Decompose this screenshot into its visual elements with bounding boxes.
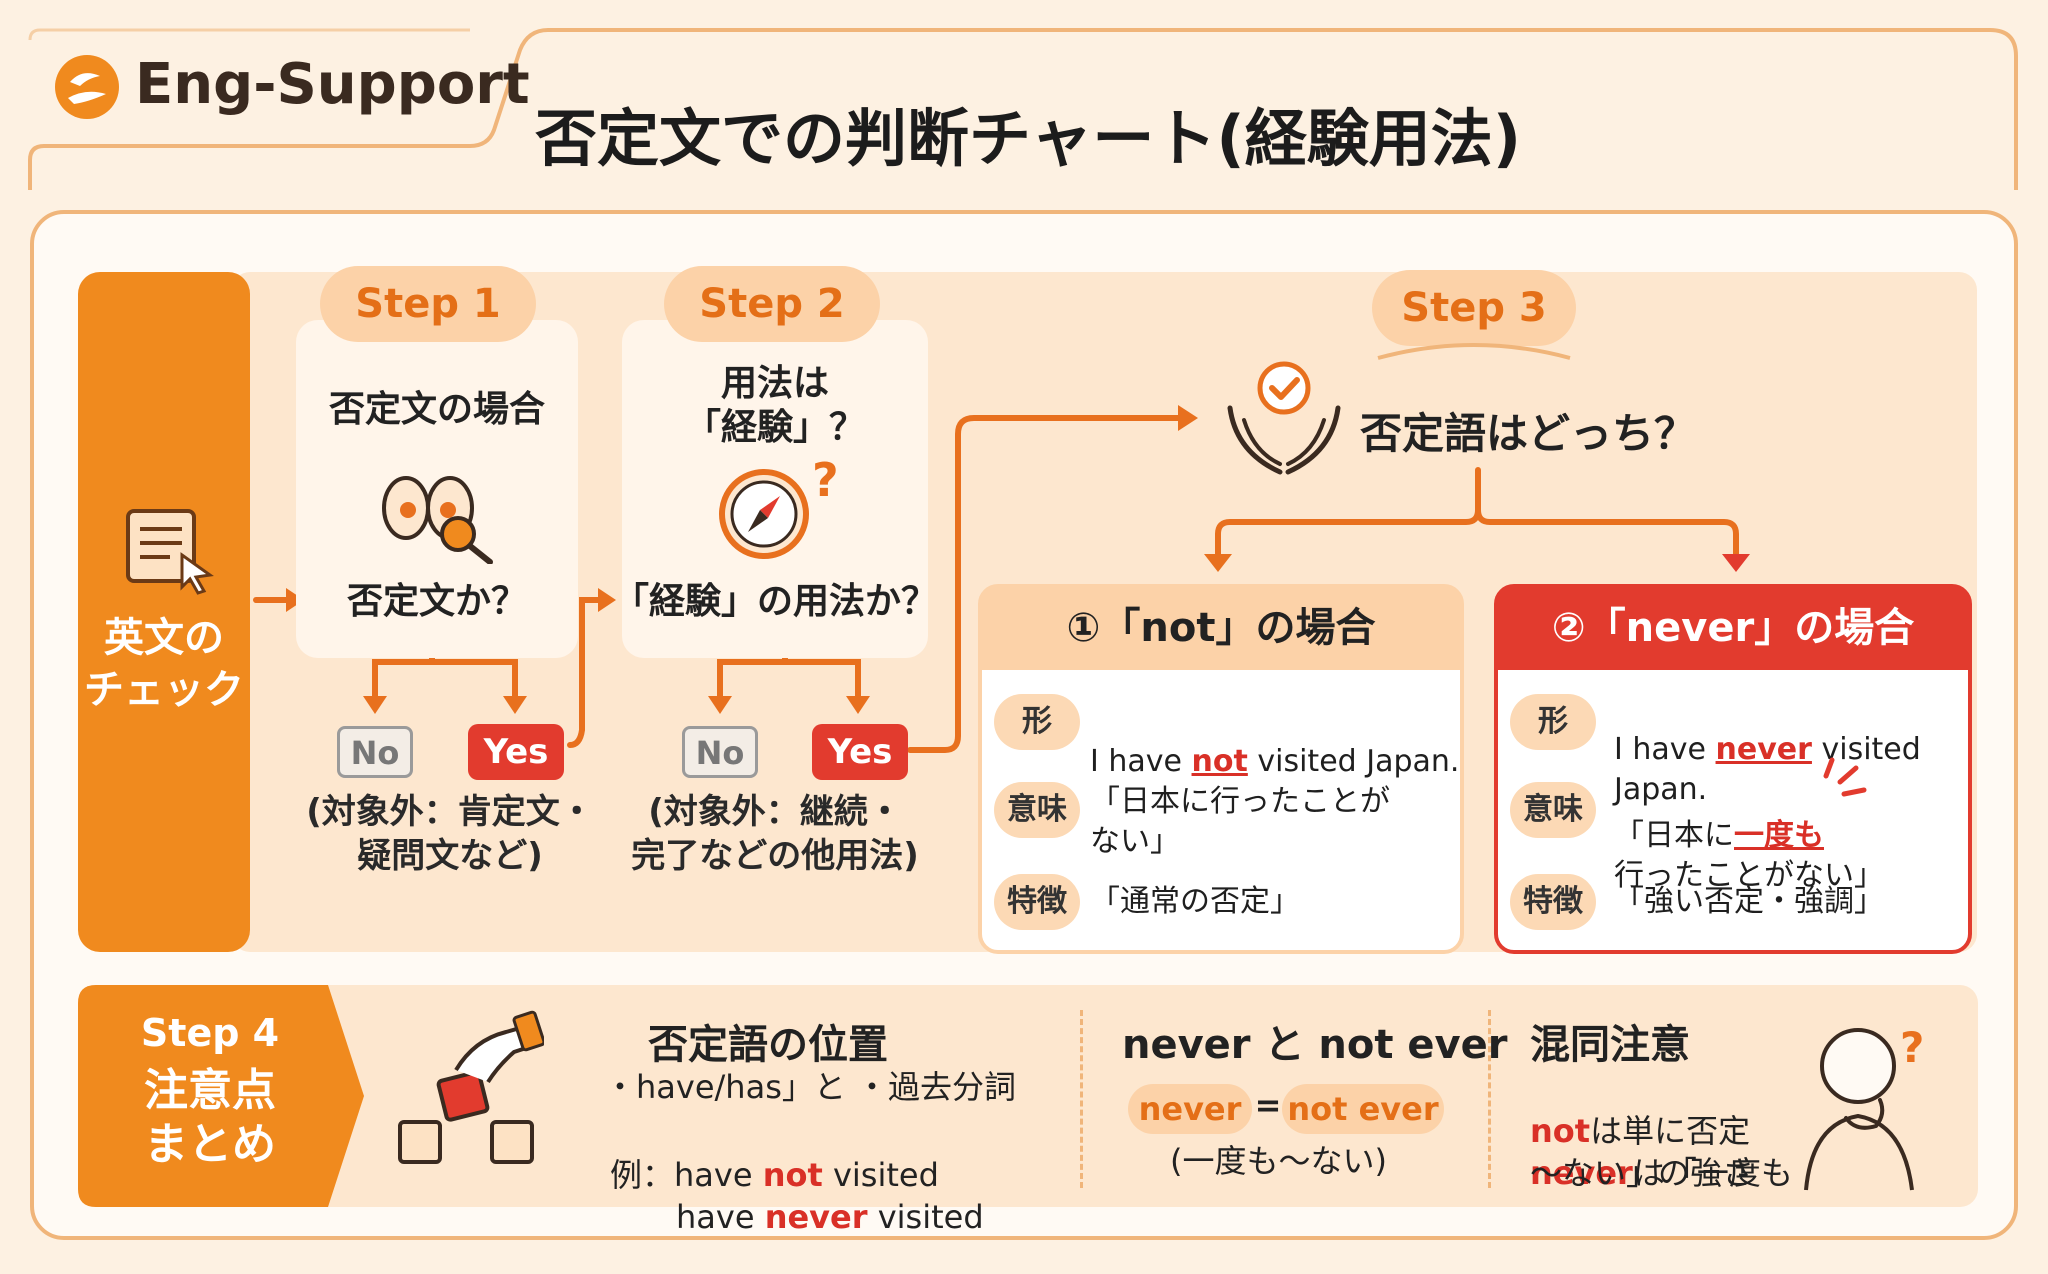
step4-pill-text: Step 4 [140, 1011, 280, 1055]
never-not-ever-note: (一度も〜ない) [1170, 1142, 1387, 1180]
brand-name: Eng-Support [135, 52, 530, 117]
position-ex2-post: visited [867, 1198, 984, 1236]
header-frame [28, 28, 2018, 190]
step1-yes-badge: Yes [468, 724, 564, 780]
confusion-never-word: never [1530, 1154, 1633, 1192]
position-heading: 否定語の位置 [648, 1022, 888, 1068]
eyes-magnifier-icon [382, 476, 493, 564]
page-title: 否定文での判断チャート(経験用法) [535, 102, 1522, 175]
confusion-not-word: not [1530, 1112, 1591, 1150]
divider-1 [1080, 1010, 1083, 1188]
position-line1: ・have/has」と ・過去分詞 [604, 1068, 1017, 1106]
step2-no-badge: No [682, 726, 758, 778]
thinking-person-icon: ? [1804, 1023, 1924, 1191]
step4-label: Step 4 注意点 まとめ [110, 1008, 310, 1172]
position-ex2-word: never [764, 1198, 868, 1236]
confusion-text2: は「一度も [1632, 1154, 1793, 1192]
compass-question-icon: ? [719, 456, 839, 559]
summary-band [78, 985, 1978, 1207]
step2-yes-badge: Yes [812, 724, 908, 780]
brand-logo-icon [55, 55, 119, 119]
not-meaning-tag: 意味 [994, 782, 1080, 838]
not-feature-text: 「通常の否定」 [1090, 884, 1300, 919]
step2-title: 用法は 「経験」？ [684, 363, 865, 448]
never-feature-tag: 特徴 [1510, 874, 1596, 930]
svg-text:?: ? [812, 456, 839, 507]
equals-sign: = [1254, 1086, 1282, 1124]
never-form-text: I have never visited Japan. [1614, 690, 1964, 810]
never-form-tag: 形 [1510, 694, 1596, 750]
left-bar-label: 英文の チェック [84, 615, 244, 713]
step1-question: 否定文か？ [346, 581, 527, 622]
left-bar [78, 272, 250, 952]
not-feature-tag: 特徴 [994, 874, 1080, 930]
position-example1: 例：have not visited [610, 1112, 939, 1196]
never-case-title: ②「never」の場合 [1496, 586, 1970, 670]
not-form-text: I have not visited Japan. [1090, 702, 1460, 782]
hand-blocks-icon [398, 1010, 544, 1164]
never-feature-text: 「強い否定・強調」 [1614, 884, 1884, 919]
position-ex1-post: visited [822, 1156, 939, 1194]
hands-check-icon [1227, 361, 1341, 475]
not-ever-pill: not ever [1282, 1084, 1444, 1134]
confusion-line2: neverは「一度も [1530, 1110, 1793, 1194]
divider-2 [1488, 1010, 1491, 1188]
position-ex2-pre: have [676, 1198, 765, 1236]
svg-text:?: ? [1900, 1023, 1924, 1072]
step1-no-badge: No [337, 726, 413, 778]
position-ex-prefix: 例：have [610, 1156, 763, 1194]
step2-no-note: (対象外：継続・ 完了などの他用法) [631, 792, 919, 876]
never-form-post: visited Japan. [1614, 732, 1921, 807]
step1-no-note: (対象外：肯定文・ 疑問文など) [306, 792, 594, 876]
step2-question: 「経験」の用法か？ [612, 581, 937, 622]
step3-banner [1372, 270, 1576, 360]
never-form-pre: I have [1614, 732, 1716, 767]
confusion-line1: notは単に否定 [1530, 1068, 1750, 1152]
never-meaning-tag: 意味 [1510, 782, 1596, 838]
confusion-text1: は単に否定 [1590, 1112, 1751, 1150]
not-case-title: ①「not」の場合 [980, 586, 1462, 670]
confusion-line3: 〜ない」の強さ [1530, 1154, 1755, 1192]
never-meaning-pre: 「日本に [1614, 818, 1734, 853]
step3-pill: Step 3 [1401, 285, 1547, 331]
confusion-heading: 混同注意 [1530, 1022, 1690, 1068]
document-cursor-icon [126, 509, 214, 595]
not-form-word: not [1191, 744, 1248, 779]
step1-pill: Step 1 [320, 266, 536, 342]
step1-title: 否定文の場合 [328, 389, 545, 430]
step4-label-shape [78, 985, 364, 1207]
position-ex1-word: not [762, 1156, 823, 1194]
step3-question: 否定語はどっち？ [1360, 409, 1697, 458]
never-meaning-text: 「日本に一度も 行ったことがない」 [1614, 776, 1964, 896]
never-pill: never [1128, 1084, 1252, 1134]
not-form-post: visited Japan. [1247, 744, 1460, 779]
never-meaning-word: 一度も [1734, 818, 1824, 853]
not-meaning-text: 「日本に行ったことが ない」 [1090, 784, 1390, 859]
emphasis-burst-icon [1823, 757, 1867, 797]
not-form-tag: 形 [994, 694, 1080, 750]
never-meaning-post: 行ったことがない」 [1614, 858, 1884, 893]
never-form-word: never [1715, 732, 1812, 767]
not-form-pre: I have [1090, 744, 1192, 779]
position-example2: have never visited [676, 1154, 984, 1238]
step2-pill: Step 2 [664, 266, 880, 342]
step4-title: 注意点 まとめ [144, 1065, 276, 1170]
never-not-ever-heading: never と not ever [1122, 1022, 1508, 1068]
